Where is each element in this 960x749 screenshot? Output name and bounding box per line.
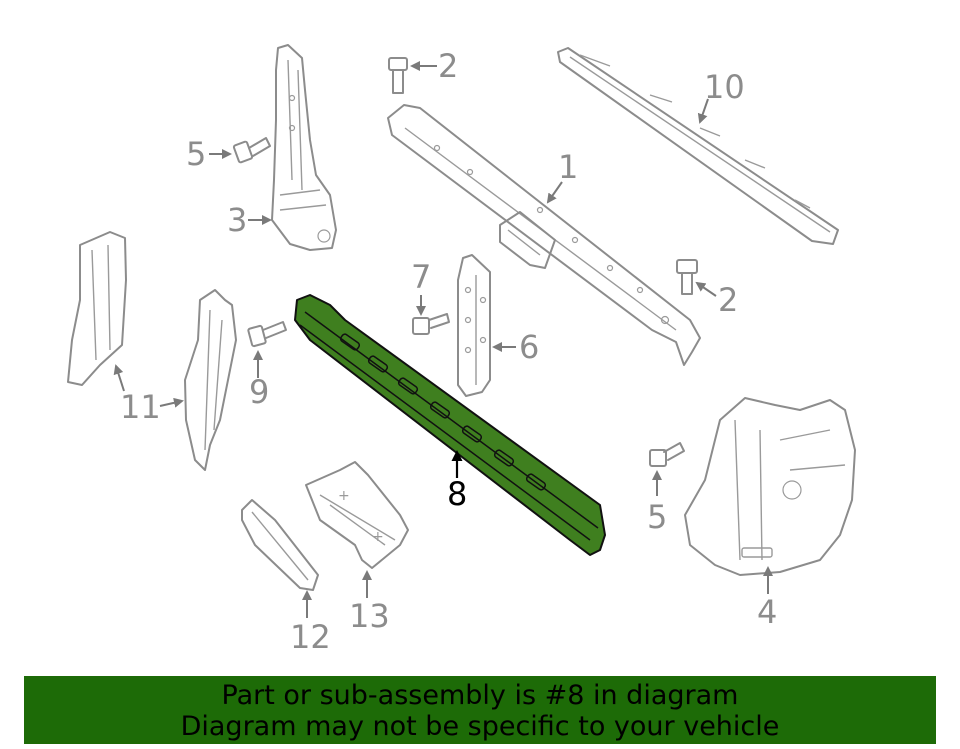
part-13-plate: + + [305,461,409,569]
callout-1: 1 [558,148,578,186]
part-11-left-bracket-a [67,231,127,386]
callout-10: 10 [704,68,745,106]
callout-6: 6 [519,328,539,366]
part-1-upper-tie-bar [387,104,701,366]
banner-line-1: Part or sub-assembly is #8 in diagram [221,680,739,711]
part-3-side-bracket [271,44,337,251]
bolt-5-right [649,442,685,467]
part-4-right-bracket [684,397,856,576]
callout-3: 3 [227,201,247,239]
callout-5-left: 5 [186,135,206,173]
callout-2-top: 2 [438,47,458,85]
callout-9: 9 [249,373,269,411]
callout-13: 13 [349,597,390,635]
part-6-center-plate [457,254,491,397]
part-8-lower-tie-bar [294,294,606,556]
callout-4: 4 [757,593,777,631]
svg-text:+: + [372,529,384,545]
bolt-7 [412,313,450,335]
banner-line-2: Diagram may not be specific to your vehi… [180,711,780,742]
info-banner: Part or sub-assembly is #8 in diagram Di… [24,676,936,744]
callout-11: 11 [120,388,161,426]
callout-5-right: 5 [647,498,667,536]
bolt-9 [247,321,287,348]
callout-7: 7 [411,258,431,296]
part-10-rail [557,47,839,245]
callout-12: 12 [290,618,331,656]
part-11-left-bracket-b [184,289,237,471]
callout-8: 8 [447,475,467,513]
bolt-2-right [676,259,698,295]
bolt-2-top [388,57,408,94]
callout-2-right: 2 [718,281,738,319]
svg-text:+: + [338,488,350,504]
bolt-5-left [232,137,271,164]
part-12-strip [241,499,319,591]
